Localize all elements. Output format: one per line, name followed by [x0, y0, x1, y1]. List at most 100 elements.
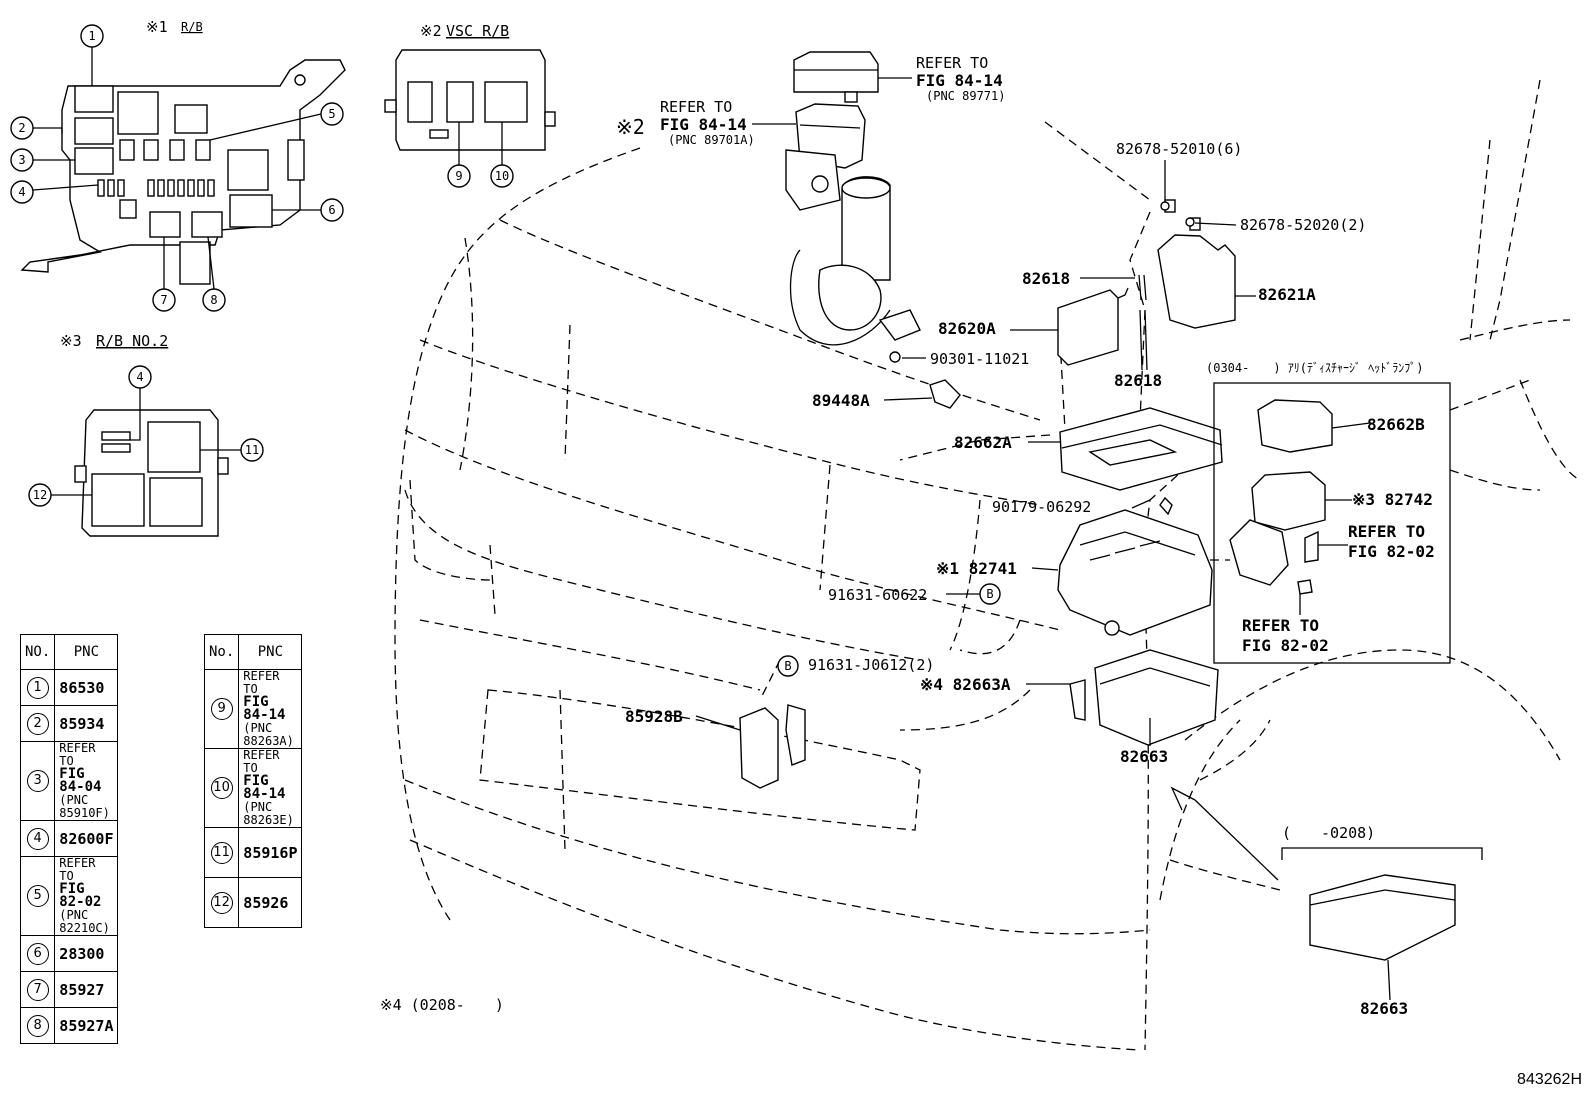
pnc-line: (PNC 88263A)	[243, 721, 294, 748]
inset-rb1: ※1 R/B	[20, 18, 346, 285]
callout-b-lower: B	[784, 659, 791, 673]
row-number-circle: 9	[210, 698, 233, 720]
pnc-line: REFER TO	[59, 741, 96, 768]
pnc-line: 85926	[243, 893, 289, 912]
inset-vsc-title: VSC R/B	[446, 22, 509, 40]
row-number: 10	[203, 748, 240, 828]
label-refer-8202b-l1: REFER TO	[1242, 616, 1319, 635]
row-number: 9	[203, 669, 240, 749]
label-90301-11021: 90301-11021	[930, 350, 1029, 368]
label-mark-2: ※2	[616, 115, 645, 139]
row-pnc: 28300	[54, 935, 119, 972]
bottom-right-cover	[1170, 786, 1483, 1001]
label-date-0208: ( -0208)	[1282, 824, 1375, 842]
pnc-line: FIG 84-14	[243, 773, 286, 802]
label-82618-bottom: 82618	[1114, 371, 1162, 390]
row-number-circle: 8	[26, 1014, 49, 1037]
row-number-circle: 5	[26, 885, 49, 907]
svg-text:4: 4	[18, 185, 25, 199]
svg-text:1: 1	[88, 29, 95, 43]
numbered-callouts: 1 2 3 4 5 6 7 8 9 10 11 12 4	[10, 24, 514, 507]
label-refer-8977-l1: REFER TO	[916, 54, 988, 72]
diagram-code: 843262H	[1517, 1071, 1582, 1088]
label-82662B: 82662B	[1367, 415, 1425, 434]
callout-2: 2	[10, 116, 63, 140]
brake-reservoir-assembly	[785, 51, 961, 409]
row-number: 2	[19, 705, 56, 742]
label-91631-J0612: 91631-J0612(2)	[808, 656, 934, 674]
label-82741: ※1 82741	[936, 559, 1017, 578]
label-note-4: ※4 (0208- )	[380, 996, 504, 1014]
label-89448A: 89448A	[812, 391, 870, 410]
svg-text:9: 9	[455, 169, 462, 183]
label-refer-8202a-l1: REFER TO	[1348, 522, 1425, 541]
callout-11: 11	[200, 438, 264, 462]
row-number-circle: 3	[26, 770, 49, 792]
inset-rb2: ※3 R/B NO.2	[60, 332, 229, 537]
col-pnc-header: PNC	[54, 634, 119, 670]
table-row: 6 28300	[19, 935, 119, 972]
svg-text:3: 3	[18, 153, 25, 167]
row-number: 7	[19, 971, 56, 1008]
callout-6: 6	[272, 198, 344, 222]
row-number: 4	[19, 820, 56, 857]
label-refer-8977-l2: FIG 84-14	[916, 71, 1003, 90]
row-number: 6	[19, 935, 56, 972]
row-number-circle: 1	[26, 676, 49, 699]
callout-1: 1	[80, 24, 104, 86]
table-row: 2 85934	[19, 705, 119, 742]
callout-b-upper: B	[986, 587, 993, 601]
label-82620A: 82620A	[938, 319, 996, 338]
row-number: 12	[203, 877, 240, 928]
label-82621A: 82621A	[1258, 285, 1316, 304]
label-82662A: 82662A	[954, 433, 1012, 452]
pnc-line: 86530	[59, 678, 105, 697]
inset-rb1-mark: ※1	[146, 18, 168, 36]
row-number: 3	[19, 741, 56, 821]
discharge-headlamp-inset	[1210, 382, 1451, 664]
pnc-line: FIG 82-02	[59, 881, 102, 910]
label-refer-8977-l3: (PNC 89771)	[926, 89, 1005, 103]
pnc-line: REFER TO	[59, 856, 96, 883]
row-pnc: 85927A	[54, 1007, 119, 1044]
label-82678-52010: 82678-52010(6)	[1116, 140, 1242, 158]
row-pnc: 86530	[54, 669, 119, 706]
callout-10: 10	[490, 122, 514, 188]
label-85928B: 85928B	[625, 707, 683, 726]
label-refer-8970-l3: (PNC 89701A)	[668, 133, 755, 147]
svg-text:12: 12	[33, 488, 47, 502]
pnc-line: FIG 84-14	[243, 694, 286, 723]
svg-text:10: 10	[495, 169, 509, 183]
pnc-line: 85934	[59, 714, 105, 733]
label-refer-8202b-l2: FIG 82-02	[1242, 636, 1329, 655]
callout-5: 5	[209, 102, 344, 141]
pnc-line: 28300	[59, 944, 105, 963]
label-90179-06292: 90179-06292	[992, 498, 1091, 516]
label-82618-top: 82618	[1022, 269, 1070, 288]
label-discharge-caption: (0304- ) ｱﾘ(ﾃﾞｨｽﾁｬｰｼﾞ ﾍｯﾄﾞﾗﾝﾌﾟ)	[1206, 361, 1423, 375]
pnc-line: REFER TO	[243, 669, 280, 696]
callout-3: 3	[10, 148, 75, 172]
row-pnc: 85926	[238, 877, 303, 928]
relay-and-covers	[739, 199, 1236, 789]
label-82663A: ※4 82663A	[920, 675, 1011, 694]
inset-rb2-mark: ※3	[60, 332, 82, 350]
row-pnc: 85916P	[238, 827, 303, 878]
table-row: 1 86530	[19, 669, 119, 706]
inset-vsc-rb: ※2 VSC R/B	[384, 22, 556, 151]
row-number-circle: 6	[26, 942, 49, 965]
callout-7: 7	[152, 237, 176, 312]
row-number: 8	[19, 1007, 56, 1044]
col-pnc-header: PNC	[238, 634, 303, 670]
row-number-circle: 2	[26, 712, 49, 735]
pnc-line: (PNC 85910F)	[59, 793, 110, 820]
